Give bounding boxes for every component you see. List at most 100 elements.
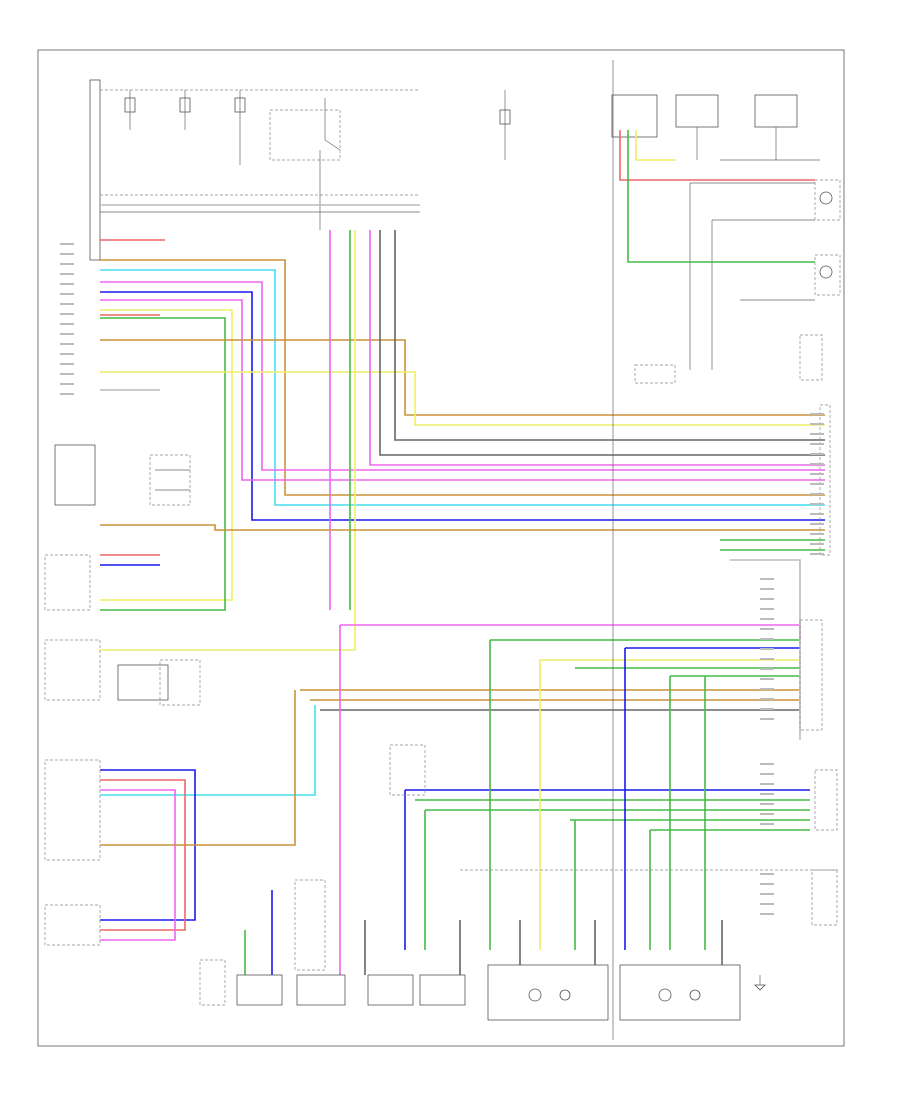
pin-label-stub xyxy=(760,893,774,895)
fuse-2-icon xyxy=(179,97,191,113)
wire-pink-5 xyxy=(100,299,825,481)
wire-orange-35 xyxy=(100,690,296,846)
center-relay-box xyxy=(389,744,426,796)
pin-label-stub xyxy=(810,543,824,545)
top-switch-connector xyxy=(611,94,658,138)
wire-orange-8 xyxy=(100,339,825,416)
pin-label-stub xyxy=(60,363,74,365)
left-switch-1 xyxy=(149,454,191,506)
wire-orange-1 xyxy=(100,259,825,496)
wire-blue-4 xyxy=(100,291,825,521)
lamp-2-icon xyxy=(819,265,833,279)
pin-label-stub xyxy=(60,253,74,255)
pin-label-stub xyxy=(60,313,74,315)
top-right-motor-1 xyxy=(675,94,719,128)
right-connector-1 xyxy=(819,404,831,556)
relay-box xyxy=(269,109,341,161)
wire-pink-3 xyxy=(100,281,825,471)
wire-harness xyxy=(100,60,825,1040)
fuse-1-icon xyxy=(124,97,136,113)
diagram-border xyxy=(37,49,845,1047)
right-connector-4 xyxy=(811,869,838,926)
pin-label-stub xyxy=(760,803,774,805)
bottom-lamp-assembly-2 xyxy=(619,964,741,1021)
top-right-components xyxy=(611,94,841,384)
relay-switch-icon xyxy=(324,98,341,151)
pin-label-stub xyxy=(60,303,74,305)
wire-red-19 xyxy=(619,130,815,181)
pin-label-stub xyxy=(810,413,824,415)
right-mid-switch xyxy=(634,364,676,384)
bottom-lamp-1-icon xyxy=(528,988,542,1002)
pin-label-stub xyxy=(810,493,824,495)
lamp-1-icon xyxy=(819,191,833,205)
pin-label-stub xyxy=(760,668,774,670)
label-stubs xyxy=(60,243,824,915)
pin-label-stub xyxy=(60,293,74,295)
right-connector-2 xyxy=(799,619,823,731)
bottom-module-2 xyxy=(296,974,346,1006)
wire-red-33 xyxy=(100,779,186,931)
pin-label-stub xyxy=(760,763,774,765)
pin-label-stub xyxy=(760,638,774,640)
right-switch-box xyxy=(799,334,823,381)
pin-label-stub xyxy=(60,263,74,265)
pin-label-stub xyxy=(760,813,774,815)
pin-label-stub xyxy=(760,883,774,885)
pin-label-stub xyxy=(760,578,774,580)
pin-label-stub xyxy=(810,473,824,475)
pin-label-stub xyxy=(760,588,774,590)
pin-label-stub xyxy=(810,483,824,485)
pin-label-stub xyxy=(810,503,824,505)
left-bus-connector xyxy=(89,79,101,261)
pin-label-stub xyxy=(760,678,774,680)
pin-label-stub xyxy=(60,323,74,325)
wire-lightgray-63 xyxy=(730,559,801,740)
pin-label-stub xyxy=(60,373,74,375)
fuse-3-icon xyxy=(234,97,246,113)
pin-label-stub xyxy=(760,618,774,620)
left-module-1 xyxy=(54,444,96,506)
bottom-lamp-assembly-1 xyxy=(487,964,609,1021)
pin-label-stub xyxy=(60,353,74,355)
bottom-module-1 xyxy=(236,974,283,1006)
pin-label-stub xyxy=(810,453,824,455)
pin-label-stub xyxy=(760,688,774,690)
pin-label-stub xyxy=(60,383,74,385)
wire-cyan-31 xyxy=(100,705,316,796)
wire-orange-16 xyxy=(100,524,825,531)
pin-label-stub xyxy=(60,243,74,245)
top-right-motor-2 xyxy=(754,94,798,128)
wire-pink-12 xyxy=(369,230,825,466)
wire-yellow-9 xyxy=(100,371,825,426)
pin-label-stub xyxy=(60,393,74,395)
ground-icon xyxy=(754,984,766,991)
pin-label-stub xyxy=(810,553,824,555)
wire-yellow-13 xyxy=(100,230,356,651)
left-actuator-1 xyxy=(117,664,169,701)
bottom-lamp-2-icon xyxy=(658,988,672,1002)
pin-label-stub xyxy=(760,903,774,905)
pin-label-stub xyxy=(760,698,774,700)
wire-yellow-21 xyxy=(635,130,676,161)
bottom-motor-1 xyxy=(367,974,414,1006)
pin-label-stub xyxy=(60,273,74,275)
bottom-motor-2 xyxy=(419,974,466,1006)
pin-label-stub xyxy=(760,873,774,875)
pin-label-stub xyxy=(810,433,824,435)
bottom-components xyxy=(199,744,840,1021)
pin-label-stub xyxy=(810,523,824,525)
wire-yellow-6 xyxy=(100,309,233,601)
left-components xyxy=(44,444,201,946)
pin-label-stub xyxy=(760,823,774,825)
wire-green-20 xyxy=(627,130,815,263)
bottom-left-switch xyxy=(199,959,226,1006)
right-connectors xyxy=(799,404,838,926)
pin-label-stub xyxy=(760,913,774,915)
pin-label-stub xyxy=(810,443,824,445)
power-sources-group xyxy=(89,79,511,261)
pin-label-stub xyxy=(60,283,74,285)
pin-label-stub xyxy=(60,333,74,335)
fuse-4-icon xyxy=(499,109,511,125)
